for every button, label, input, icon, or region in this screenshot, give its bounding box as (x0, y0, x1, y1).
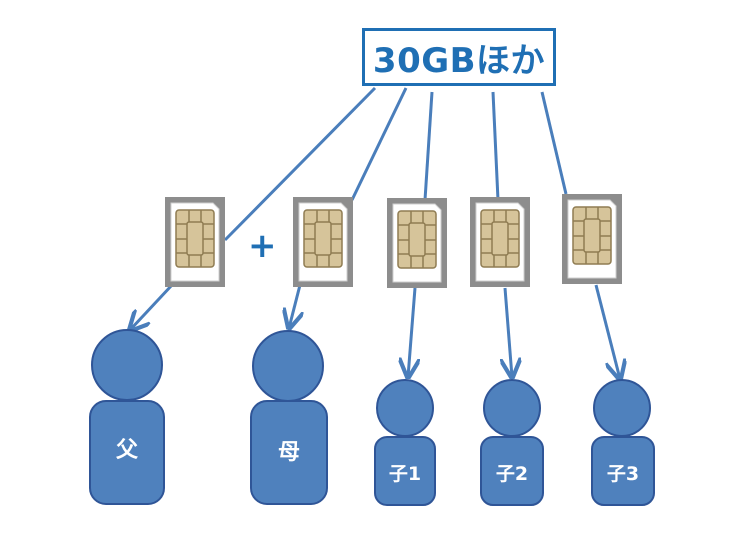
sim-card-icon (292, 196, 354, 288)
person-label-mother: 母 (277, 440, 300, 465)
person-head (252, 330, 324, 402)
person-label-child1: 子1 (388, 463, 422, 485)
sim-card-icon (561, 193, 623, 285)
connector-child1 (423, 91, 434, 201)
top-connectors (223, 86, 568, 242)
connector-child3 (540, 91, 568, 195)
arrow-child2 (505, 287, 512, 377)
person-head (91, 329, 163, 401)
person-child2 (480, 379, 544, 506)
connector-mother (350, 87, 408, 201)
person-head (593, 379, 651, 437)
person-mother (250, 330, 328, 505)
connector-father (223, 86, 377, 242)
arrow-child3 (594, 284, 620, 379)
sim-card-icon (164, 196, 226, 288)
person-body (250, 400, 328, 505)
sim-card-icon (469, 196, 531, 288)
person-body (374, 436, 436, 506)
person-label-child2: 子2 (495, 463, 529, 485)
person-label-father: 父 (115, 438, 138, 463)
plus-sign: + (248, 226, 277, 266)
person-child1 (374, 379, 436, 506)
connector-child2 (491, 91, 500, 201)
person-head (376, 379, 434, 437)
person-head (483, 379, 541, 437)
person-father (89, 329, 165, 505)
arrows (130, 283, 620, 379)
person-child3 (591, 379, 655, 506)
arrow-father (130, 283, 174, 330)
person-body (591, 436, 655, 506)
arrow-mother (289, 284, 300, 328)
arrow-child1 (408, 287, 415, 377)
sim-card-icon (386, 197, 448, 289)
person-body (480, 436, 544, 506)
person-label-child3: 子3 (606, 463, 640, 485)
plan-title-box: 30GBほか (362, 28, 556, 86)
person-body (89, 400, 165, 505)
plan-title: 30GBほか (372, 40, 546, 81)
